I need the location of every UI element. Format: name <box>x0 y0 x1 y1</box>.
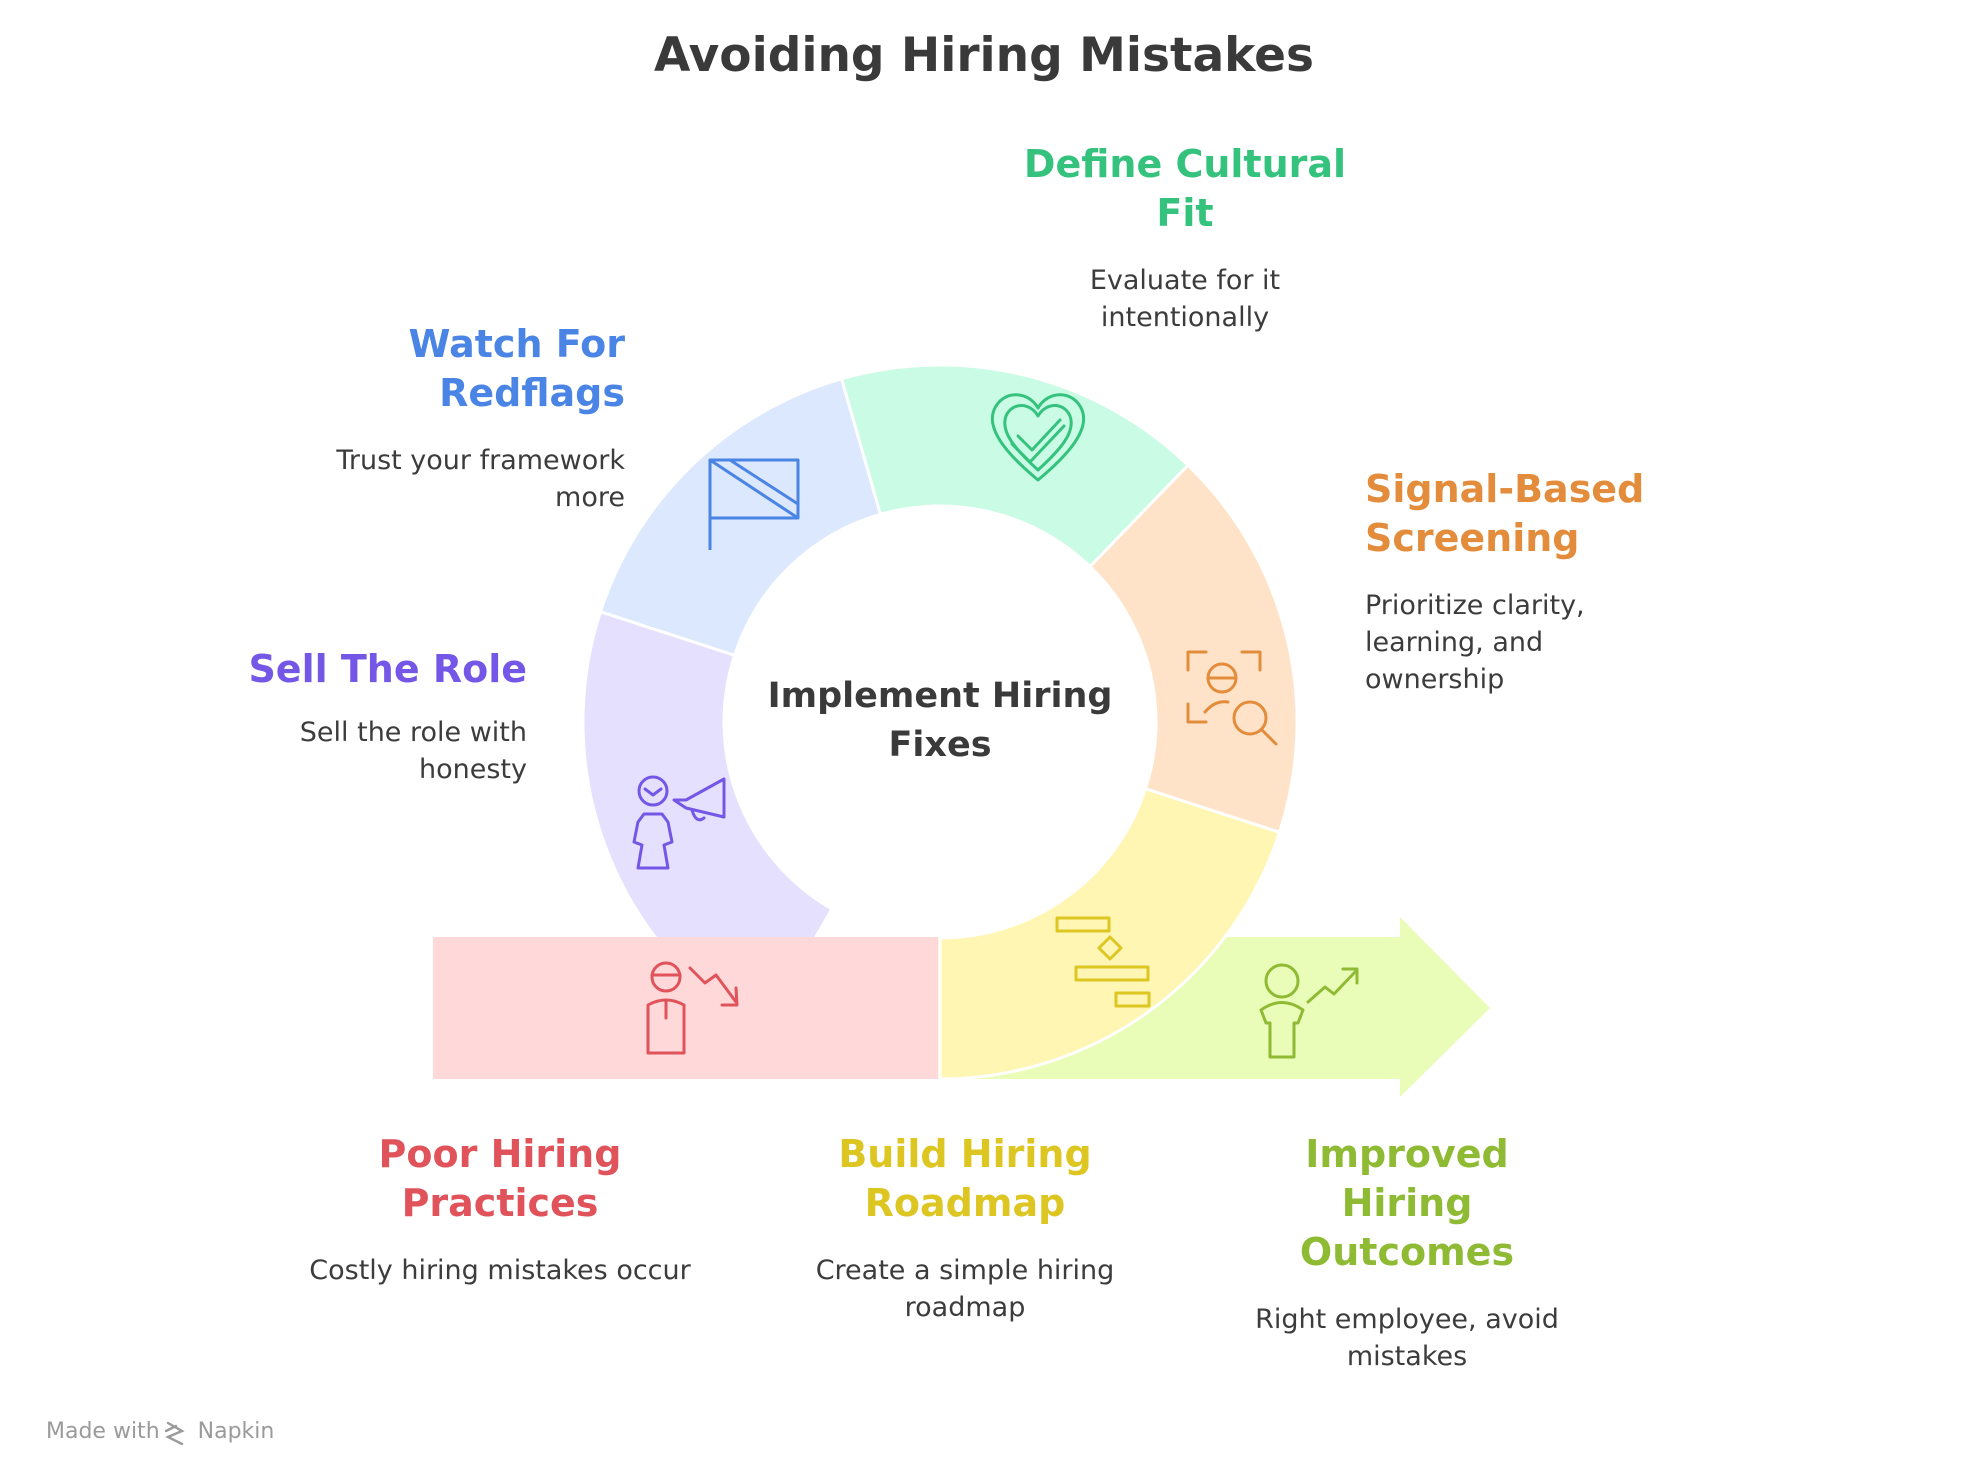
label-poor: Poor Hiring Practices Costly hiring mist… <box>300 1130 700 1289</box>
napkin-logo-icon <box>164 1421 185 1446</box>
label-sell-desc: Sell the role with honesty <box>299 717 527 785</box>
watermark: Made with Napkin <box>46 1419 274 1444</box>
watermark-brand: Napkin <box>197 1419 275 1444</box>
label-sell-title: Sell The Role <box>248 647 527 691</box>
label-poor-title: Poor Hiring Practices <box>378 1132 622 1225</box>
label-culture: Define Cultural Fit Evaluate for it inte… <box>1010 140 1360 336</box>
flag-icon <box>708 458 800 550</box>
label-sell: Sell The Role Sell the role with honesty <box>230 645 527 788</box>
label-culture-title: Define Cultural Fit <box>1023 142 1347 235</box>
stage-sell-segment <box>581 609 835 1034</box>
stage-signal-segment <box>1087 463 1299 835</box>
label-redflags-title: Watch For Redflags <box>408 322 625 415</box>
diagram-title: Avoiding Hiring Mistakes <box>653 28 1315 83</box>
gantt-roadmap-icon <box>1055 916 1151 1008</box>
label-redflags: Watch For Redflags Trust your framework … <box>280 320 625 516</box>
heart-check-icon <box>990 393 1086 482</box>
person-trend-up-icon <box>1259 963 1359 1059</box>
label-build-title: Build Hiring Roadmap <box>838 1132 1092 1225</box>
stage-build-segment <box>938 786 1282 1081</box>
label-culture-desc: Evaluate for it intentionally <box>1089 265 1281 333</box>
label-improved-desc: Right employee, avoid mistakes <box>1255 1304 1559 1372</box>
label-build: Build Hiring Roadmap Create a simple hir… <box>780 1130 1150 1326</box>
label-redflags-desc: Trust your framework more <box>336 445 625 513</box>
person-trend-down-icon <box>646 961 739 1055</box>
ring <box>581 363 1299 1034</box>
label-build-desc: Create a simple hiring roadmap <box>815 1255 1115 1323</box>
label-signal: Signal-Based Screening Prioritize clarit… <box>1365 465 1665 698</box>
face-scan-search-icon <box>1186 650 1278 746</box>
label-improved: Improved Hiring Outcomes Right employee,… <box>1242 1130 1572 1375</box>
label-improved-title: Improved Hiring Outcomes <box>1299 1132 1515 1274</box>
label-poor-desc: Costly hiring mistakes occur <box>309 1255 691 1286</box>
stage-culture-segment <box>839 363 1191 569</box>
megaphone-person-icon <box>632 775 726 870</box>
watermark-prefix: Made with <box>46 1419 160 1444</box>
label-signal-desc: Prioritize clarity, learning, and owners… <box>1365 590 1585 695</box>
label-signal-title: Signal-Based Screening <box>1365 467 1645 560</box>
center-label: Implement Hiring Fixes <box>767 676 1113 765</box>
